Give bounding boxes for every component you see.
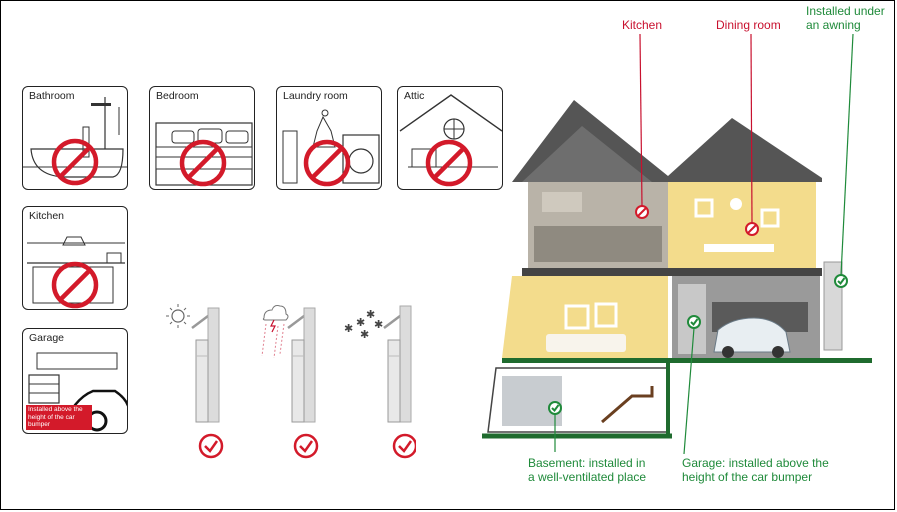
card-title: Bathroom <box>27 90 77 102</box>
garage-height-note: Installed above the height of the car bu… <box>26 405 92 430</box>
svg-text:✱: ✱ <box>360 328 369 341</box>
card-title: Attic <box>402 90 427 102</box>
svg-text:✱: ✱ <box>356 316 365 329</box>
snowflake-icon: ✱✱✱ ✱✱ <box>344 308 383 341</box>
basement-label: Basement: installed in a well-ventilated… <box>528 456 647 484</box>
rain-lightning-icon <box>261 305 289 359</box>
sun-icon <box>166 304 190 328</box>
attic-illustration <box>399 94 502 168</box>
prohibited-icon <box>51 261 99 309</box>
prohibited-icon <box>303 139 351 187</box>
awning-label: Installed under an awning <box>806 4 885 32</box>
laundry-room-card: Laundry room <box>276 86 382 190</box>
card-title: Kitchen <box>27 210 67 222</box>
card-title: Garage <box>27 332 67 344</box>
rain-scenario <box>261 305 316 423</box>
dining-room-label: Dining room <box>716 18 781 32</box>
svg-text:✱: ✱ <box>366 308 375 321</box>
garage-label: Garage: installed above the height of th… <box>682 456 829 484</box>
svg-text:✱: ✱ <box>374 318 383 331</box>
prohibited-icon <box>51 138 99 186</box>
sun-scenario <box>166 304 220 423</box>
allowed-check-icon <box>293 433 319 459</box>
prohibited-icon <box>425 139 473 187</box>
kitchen-label: Kitchen <box>622 18 663 32</box>
allowed-check-icon <box>198 433 224 459</box>
living-room <box>502 276 668 358</box>
house-cutaway <box>482 100 872 439</box>
dining-room <box>668 182 816 268</box>
attic-card: Attic <box>397 86 503 190</box>
ground-line <box>502 358 872 363</box>
bathroom-card: Bathroom <box>22 86 128 190</box>
prohibited-icon <box>179 139 227 187</box>
allowed-check-icon <box>392 433 416 459</box>
bedroom-card: Bedroom <box>149 86 255 190</box>
allowed-icons-row <box>198 433 416 459</box>
allowed-marker-garage <box>687 315 701 329</box>
card-title: Bedroom <box>154 90 201 102</box>
card-title: Laundry room <box>281 90 350 102</box>
snow-scenario: ✱✱✱ ✱✱ <box>344 305 412 423</box>
garage-card: Garage Installed above the height of the… <box>22 328 128 434</box>
kitchen-card: Kitchen <box>22 206 128 310</box>
svg-text:✱: ✱ <box>344 322 353 335</box>
